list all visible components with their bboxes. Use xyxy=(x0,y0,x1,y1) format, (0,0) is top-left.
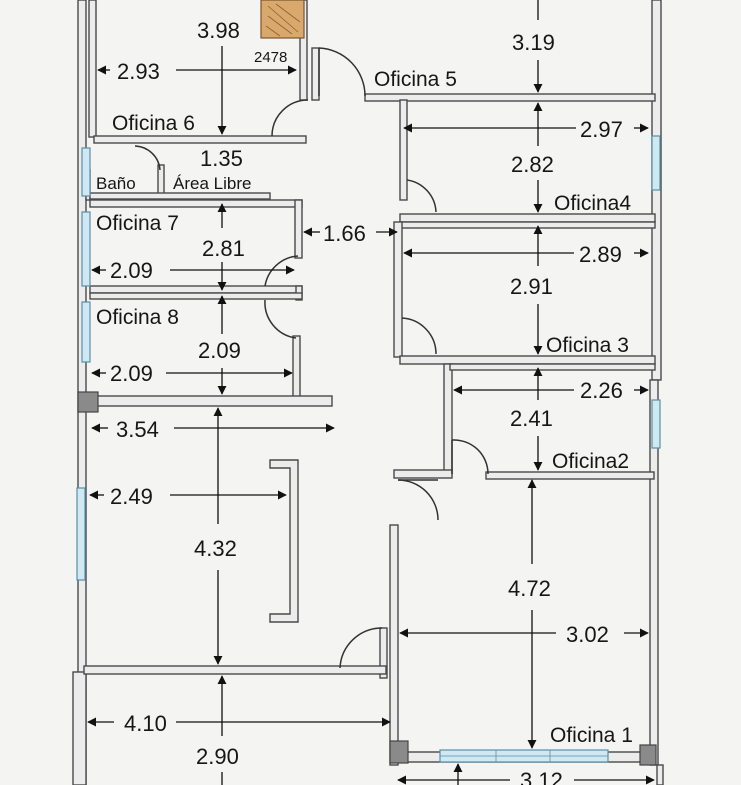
dimension-lines xyxy=(87,0,655,785)
door-oficina7 xyxy=(264,255,299,287)
dim-302: 3.02 xyxy=(566,622,609,647)
wall-oficina2-left xyxy=(443,363,453,475)
dimension-labels: 3.98 2.93 3.19 2.97 2.82 1.35 1.66 2.81 … xyxy=(110,18,623,785)
wall-oficina2-return xyxy=(393,469,453,479)
wall-oficina3-left xyxy=(393,221,403,358)
wall-oficina8-right xyxy=(292,335,301,399)
dim-319: 3.19 xyxy=(512,30,555,55)
wall-oficina6-bottom xyxy=(93,135,307,144)
wall-oficina2-bottom xyxy=(485,471,655,480)
dim-291: 2.91 xyxy=(510,274,553,299)
dim-293: 2.93 xyxy=(117,59,160,84)
wall-lobby-jamb xyxy=(379,627,388,679)
dim-289: 2.89 xyxy=(579,242,622,267)
wall-oficina5-bottom xyxy=(364,93,656,102)
wall-oficina3-bottom xyxy=(399,355,656,365)
label-oficina1: Oficina 1 xyxy=(550,724,633,747)
dim-432: 4.32 xyxy=(194,536,237,561)
door-oficina5 xyxy=(318,47,366,97)
door-oficina1 xyxy=(397,479,439,521)
label-area-libre: Área Libre xyxy=(173,174,251,193)
dim-312: 3.12 xyxy=(520,768,563,785)
wall-oficina7-bottom xyxy=(89,285,303,294)
dim-297: 2.97 xyxy=(580,117,623,142)
pillar-bottom-left xyxy=(389,740,409,764)
window-oficina7 xyxy=(81,211,91,287)
window-oficina4 xyxy=(651,135,661,191)
dim-398: 3.98 xyxy=(197,18,240,43)
dim-281: 2.81 xyxy=(202,236,245,261)
pillar-left xyxy=(77,391,99,413)
label-oficina4: Oficina4 xyxy=(554,192,631,215)
door-oficina4 xyxy=(406,179,437,213)
door-oficina8 xyxy=(264,299,297,339)
window-bano xyxy=(81,147,91,197)
doors xyxy=(134,47,489,669)
dim-209c: 2.09 xyxy=(110,361,153,386)
wall-area-libre-bottom xyxy=(89,192,271,200)
window-large-room xyxy=(76,487,86,581)
wall-oficina1-left xyxy=(389,524,399,766)
label-oficina5: Oficina 5 xyxy=(374,68,457,91)
label-oficina2: Oficina2 xyxy=(552,450,629,473)
dim-241: 2.41 xyxy=(510,406,553,431)
dim-209b: 2.09 xyxy=(198,338,241,363)
wall-oficina6-left xyxy=(88,0,97,138)
wall-oficina4-bottom xyxy=(399,213,656,223)
label-oficina3: Oficina 3 xyxy=(546,334,629,357)
dim-249: 2.49 xyxy=(110,484,153,509)
label-oficina8: Oficina 8 xyxy=(96,306,179,329)
label-oficina7: Oficina 7 xyxy=(96,212,179,235)
dim-166: 1.66 xyxy=(323,221,366,246)
pillar-bottom-right xyxy=(639,744,657,766)
label-bano: Baño xyxy=(96,174,136,193)
wall-oficina2-top xyxy=(449,363,656,371)
door-bano xyxy=(134,145,161,171)
door-oficina2 xyxy=(451,439,489,475)
wall-oficina7-right xyxy=(294,199,303,259)
outer-wall-left-lower xyxy=(72,671,87,785)
door-large-room xyxy=(339,627,383,669)
wall-oficina7-top xyxy=(89,199,303,208)
stair-icon xyxy=(260,0,305,39)
dim-226: 2.26 xyxy=(580,378,623,403)
dim-282: 2.82 xyxy=(511,152,554,177)
window-oficina8 xyxy=(81,301,91,363)
wall-large-room-bottom xyxy=(83,665,387,675)
windows xyxy=(76,135,661,763)
dim-354: 3.54 xyxy=(116,417,159,442)
wall-oficina8-top xyxy=(89,292,303,300)
door-oficina6 xyxy=(271,99,309,137)
room-labels: 2478 Oficina 5 Oficina 6 Baño Área Libre… xyxy=(96,49,633,747)
dim-410: 4.10 xyxy=(124,711,167,736)
door-oficina3 xyxy=(401,317,437,355)
window-oficina2 xyxy=(651,399,661,449)
label-oficina6: Oficina 6 xyxy=(112,112,195,135)
dim-290: 2.90 xyxy=(196,744,239,769)
dim-135: 1.35 xyxy=(200,146,243,171)
outer-wall-right-base xyxy=(656,764,664,785)
partition-bracket xyxy=(269,459,299,623)
wall-oficina4-left xyxy=(399,99,408,201)
dim-472: 4.72 xyxy=(508,576,551,601)
wall-corridor-top-left xyxy=(311,47,320,101)
wall-oficina8-bottom xyxy=(85,395,333,407)
stair-code-label: 2478 xyxy=(254,49,287,66)
dim-209a: 2.09 xyxy=(110,258,153,283)
wall-bano-right xyxy=(157,164,165,196)
wall-oficina3-top xyxy=(399,221,656,229)
